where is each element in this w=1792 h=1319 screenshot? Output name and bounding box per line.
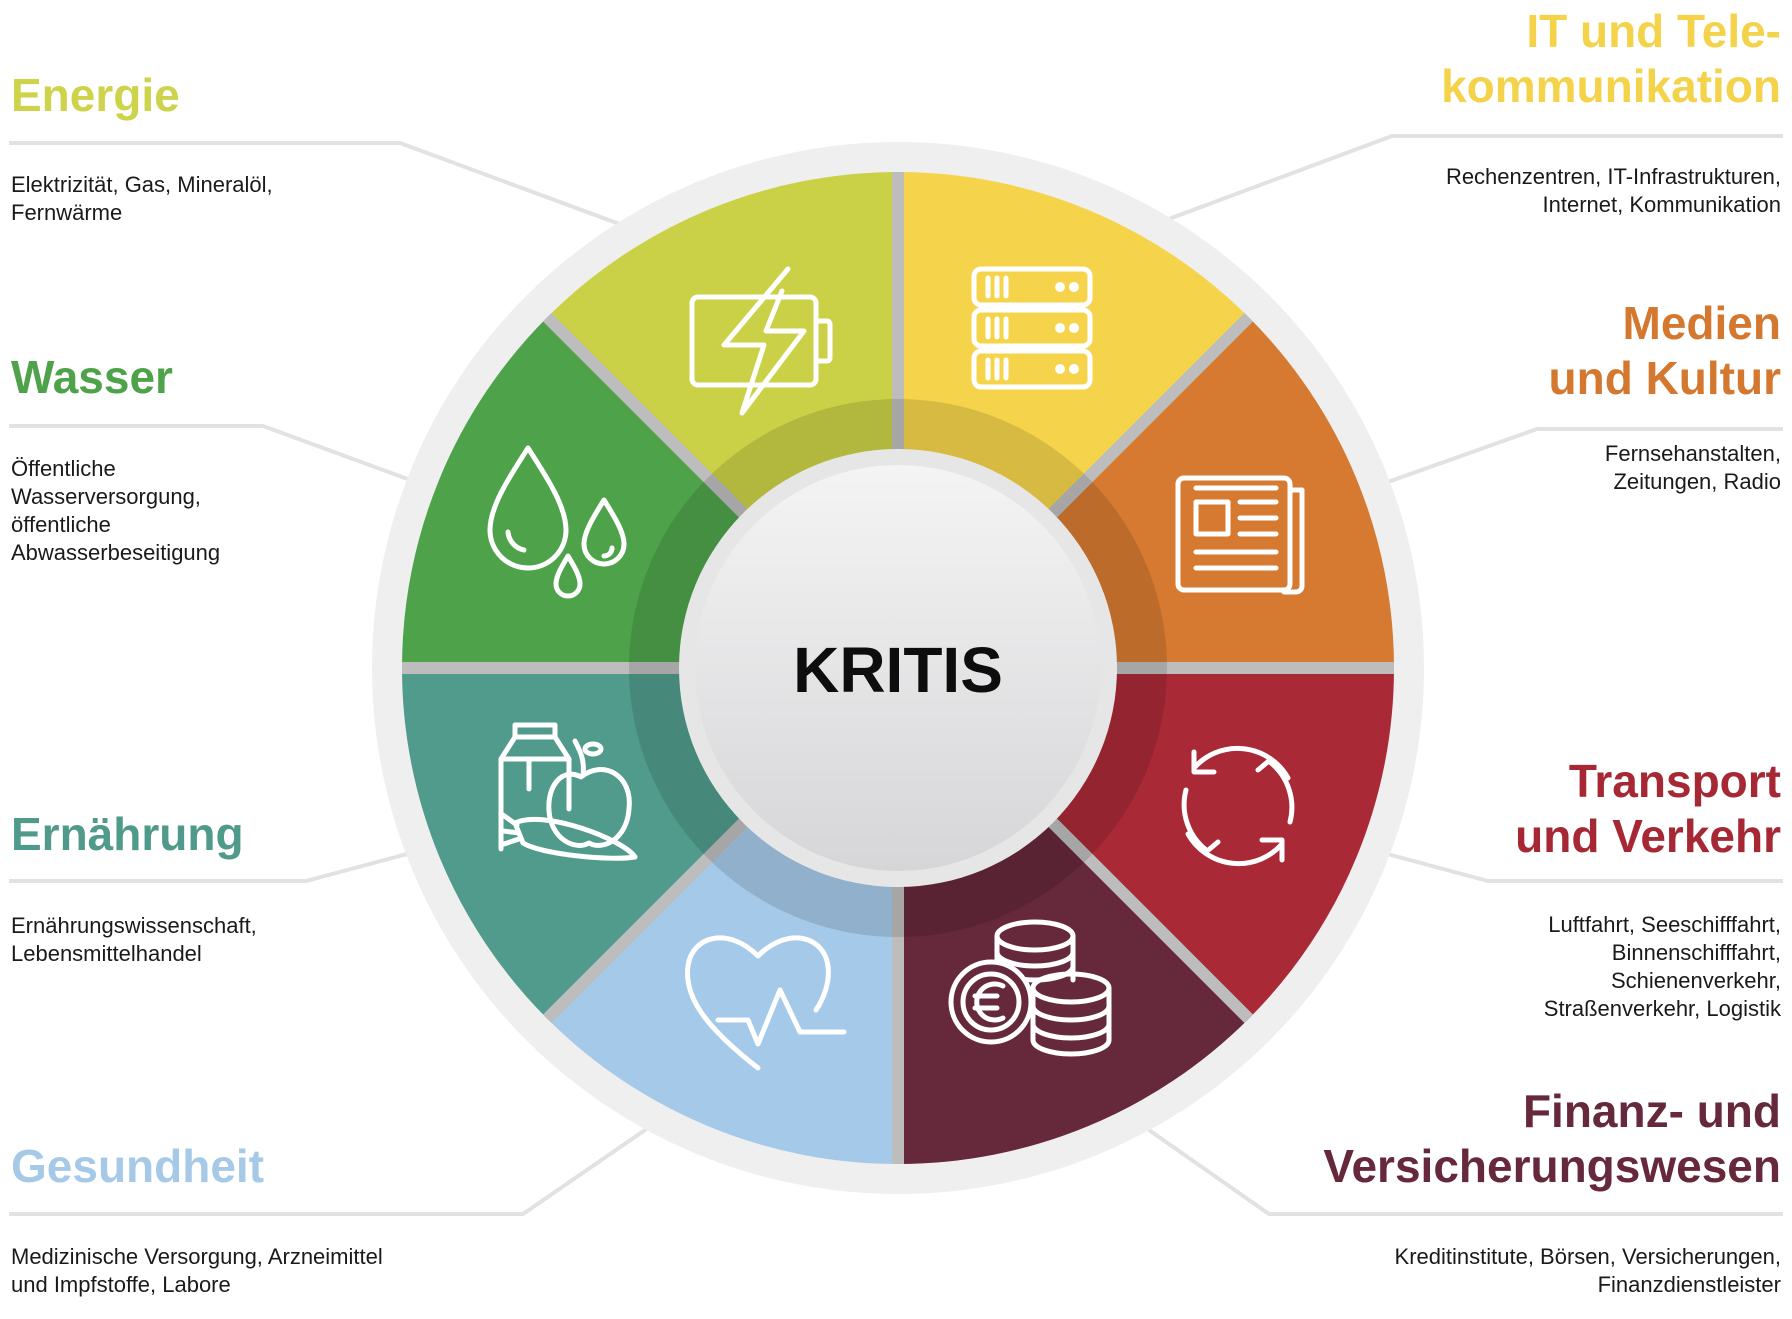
description-line: Medizinische Versorgung, Arzneimittel (11, 1244, 383, 1269)
description-line: öffentliche (11, 512, 111, 537)
description-line: Binnenschifffahrt, (1611, 940, 1781, 965)
gesundheit-description: Medizinische Versorgung, Arzneimittel un… (11, 1243, 383, 1299)
connector-line-medien (1336, 427, 1783, 502)
connector-line-it (1087, 134, 1783, 251)
description-line: Straßenverkehr, Logistik (1543, 996, 1781, 1021)
description-line: Öffentliche (11, 456, 116, 481)
transport-description: Luftfahrt, Seeschifffahrt, Binnenschifff… (1544, 911, 1781, 1023)
description-line: Abwasserbeseitigung (11, 540, 221, 565)
finanz-title-line: Finanz- und (1522, 1085, 1781, 1137)
battery-bolt-icon (689, 266, 833, 416)
it-title: IT und Tele- kommunikation (1441, 4, 1781, 114)
water-drops-icon (487, 445, 627, 599)
energie-title-line: Energie (11, 69, 180, 121)
it-title-line: IT und Tele- (1526, 5, 1781, 57)
transport-title-line: und Verkehr (1515, 810, 1781, 862)
wasser-title-line: Wasser (11, 351, 173, 403)
energie-description: Elektrizität, Gas, Mineralöl, Fernwärme (11, 171, 273, 227)
description-line: Rechenzentren, IT-Infrastrukturen, (1445, 164, 1781, 189)
ernaehrung-title-line: Ernährung (11, 808, 244, 860)
energie-title: Energie (11, 68, 180, 123)
description-line: Zeitungen, Radio (1613, 469, 1781, 494)
finanz-title-line: Versicherungswesen (1323, 1140, 1781, 1192)
description-line: Fernsehanstalten, (1604, 441, 1781, 466)
description-line: Ernährungswissenschaft, (11, 913, 257, 938)
center-label: KRITIS (793, 634, 1003, 706)
connector-line-wasser (9, 424, 466, 502)
it-title-line: kommunikation (1441, 60, 1781, 112)
it-description: Rechenzentren, IT-Infrastrukturen, Inter… (1446, 163, 1781, 219)
newspaper-icon (1175, 475, 1305, 595)
connector-line-energie (9, 141, 710, 259)
description-line: Schienenverkehr, (1611, 968, 1781, 993)
description-line: und Impfstoffe, Labore (11, 1272, 231, 1297)
ernaehrung-description: Ernährungswissenschaft, Lebensmittelhand… (11, 912, 257, 968)
center-circle[interactable] (695, 465, 1101, 871)
description-line: Lebensmittelhandel (11, 941, 202, 966)
description-line: Wasserversorgung, (11, 484, 201, 509)
finanz-description: Kreditinstitute, Börsen, Versicherungen,… (1395, 1243, 1781, 1299)
medien-title-line: Medien (1622, 297, 1781, 349)
description-line: Luftfahrt, Seeschifffahrt, (1548, 912, 1781, 937)
wasser-description: Öffentliche Wasserversorgung, öffentlich… (11, 455, 220, 567)
transport-title: Transport und Verkehr (1515, 754, 1781, 864)
medien-title-line: und Kultur (1548, 352, 1782, 404)
server-icon (971, 266, 1093, 390)
gesundheit-title-line: Gesundheit (11, 1140, 265, 1192)
description-line: Fernwärme (11, 200, 123, 225)
description-line: Internet, Kommunikation (1542, 192, 1781, 217)
cycle-arrows-icon (1181, 745, 1295, 867)
medien-description: Fernsehanstalten, Zeitungen, Radio (1605, 440, 1781, 496)
transport-title-line: Transport (1568, 755, 1781, 807)
description-line: Elektrizität, Gas, Mineralöl, (11, 172, 273, 197)
medien-title: Medien und Kultur (1549, 296, 1782, 406)
finanz-title: Finanz- und Versicherungswesen (1323, 1084, 1781, 1194)
wasser-title: Wasser (11, 350, 173, 405)
food-icon (498, 722, 638, 861)
euro-coins-icon (948, 919, 1112, 1057)
heart-pulse-icon (685, 935, 847, 1071)
description-line: Finanzdienstleister (1597, 1272, 1781, 1297)
description-line: Kreditinstitute, Börsen, Versicherungen, (1394, 1244, 1781, 1269)
gesundheit-title: Gesundheit (11, 1139, 264, 1194)
ernaehrung-title: Ernährung (11, 807, 244, 862)
